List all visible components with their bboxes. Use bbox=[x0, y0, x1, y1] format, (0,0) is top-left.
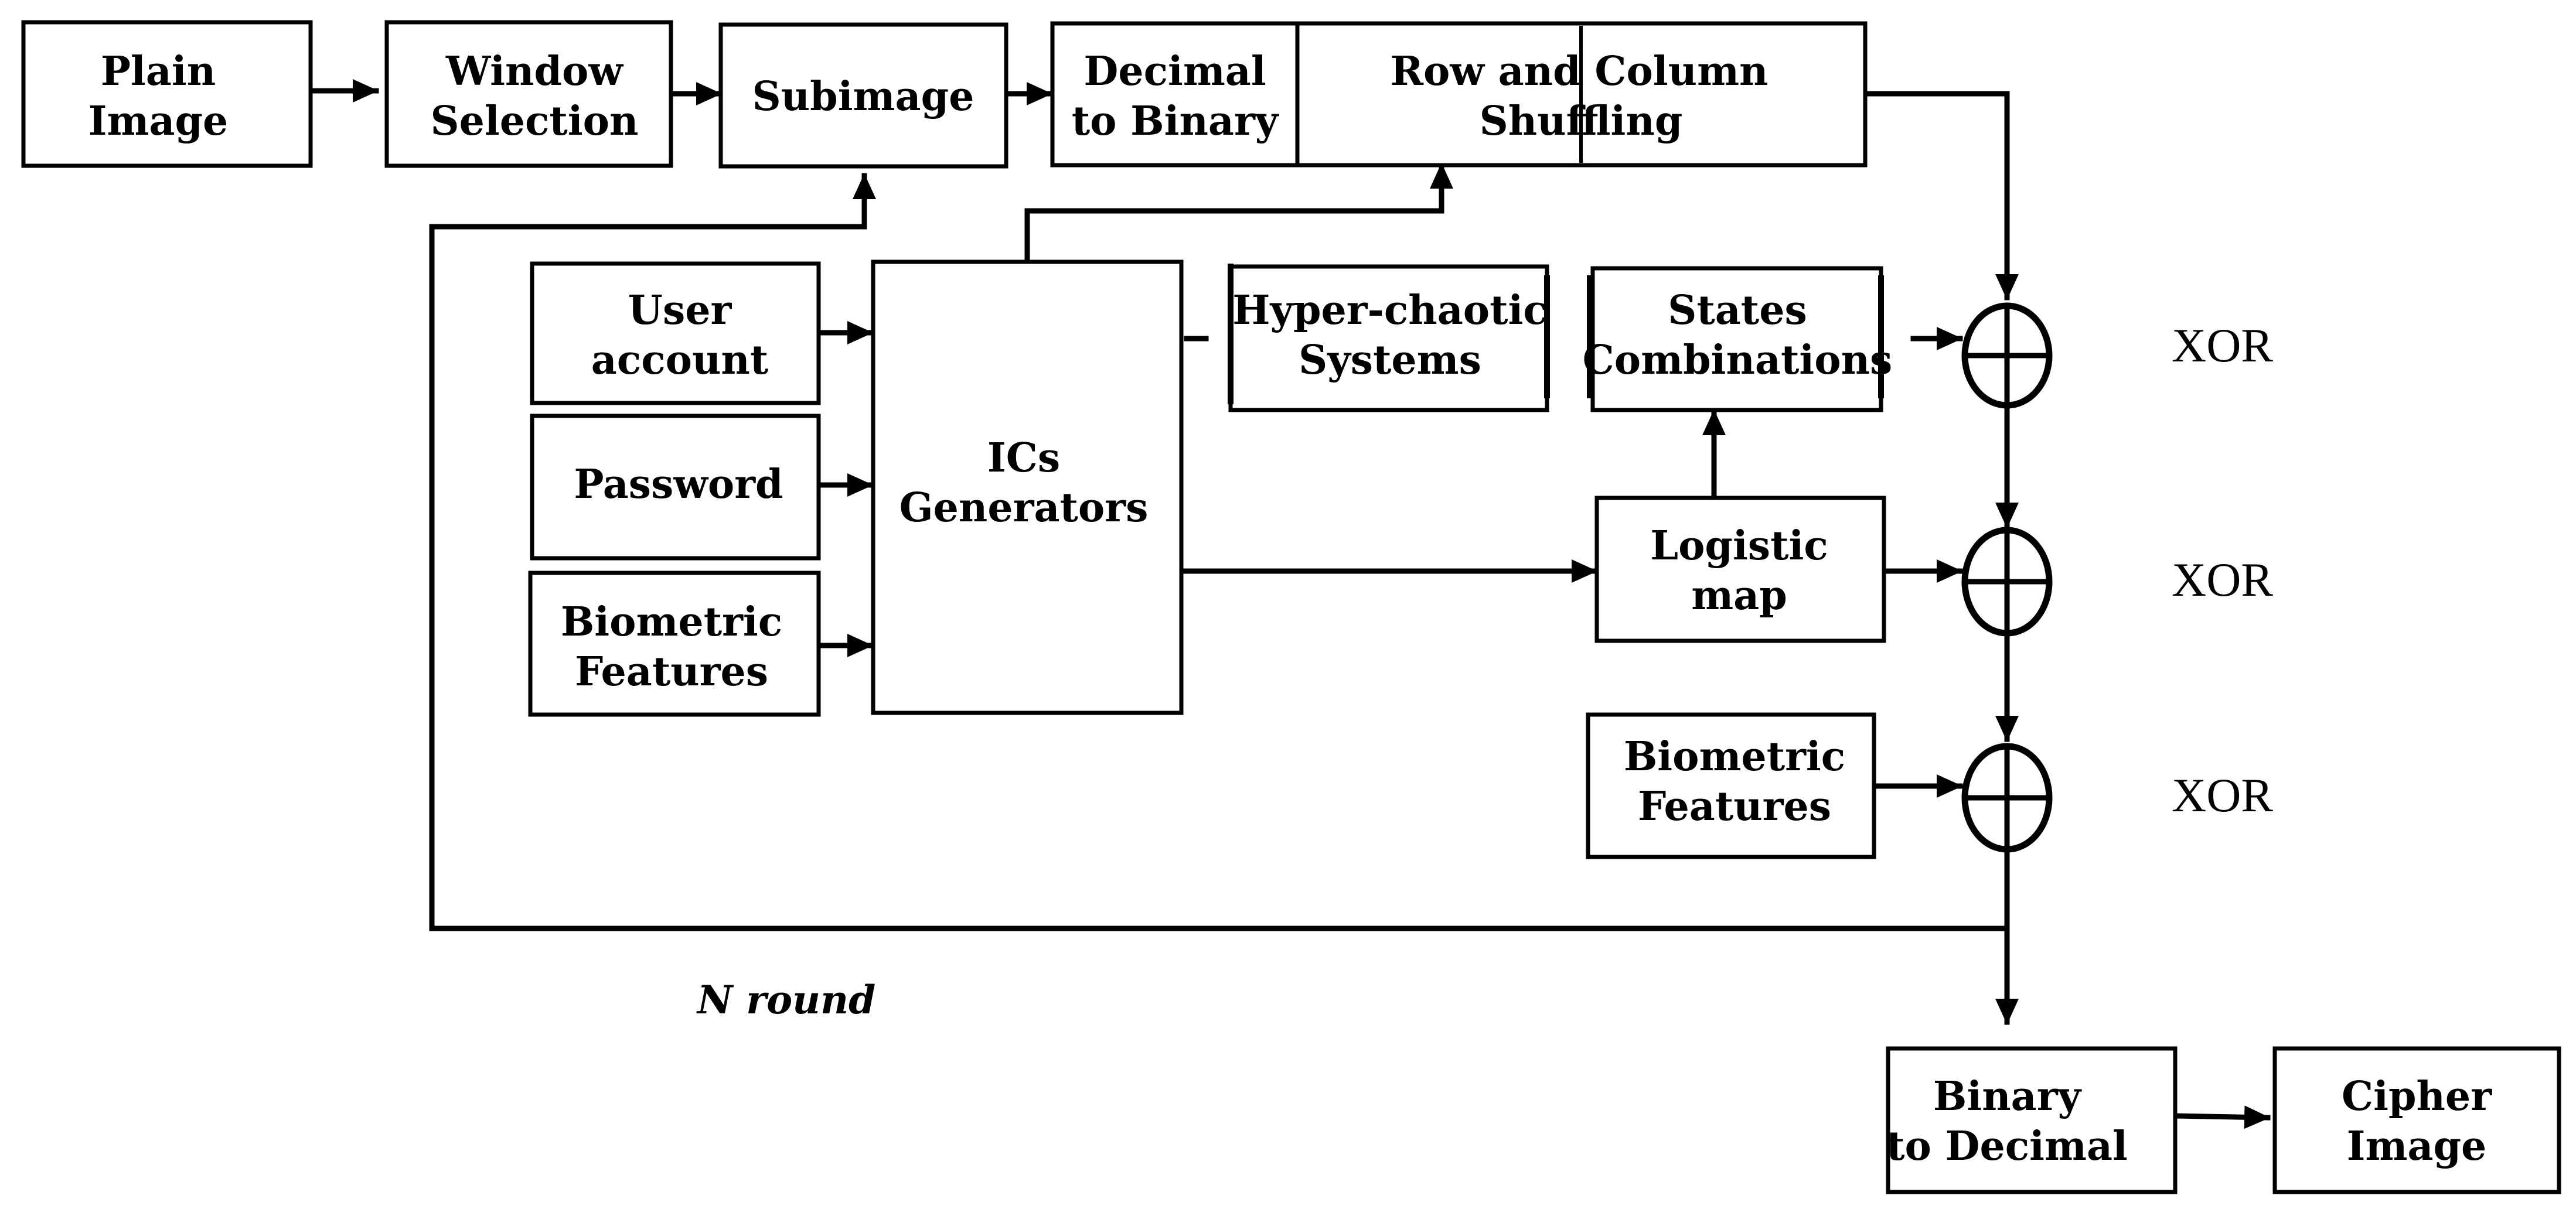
xor-label-3: XOR bbox=[2172, 769, 2273, 822]
row-column-shuffling-line2: Shuffling bbox=[1480, 98, 1683, 145]
decimal-to-binary-box: Decimal to Binary bbox=[1050, 21, 1300, 168]
xor-label-2: XOR bbox=[2172, 553, 2273, 606]
logistic-map-line2: map bbox=[1691, 572, 1787, 619]
xor-operator-3 bbox=[1961, 743, 2053, 853]
n-round-label: N round bbox=[696, 977, 875, 1023]
decimal-to-binary-line1: Decimal bbox=[1083, 48, 1266, 95]
binary-to-decimal-line1: Binary bbox=[1933, 1073, 2083, 1120]
biometric-features-right-line1: Biometric bbox=[1624, 733, 1845, 780]
biometric-features-left-line1: Biometric bbox=[561, 599, 782, 646]
logistic-map-line1: Logistic bbox=[1650, 522, 1828, 569]
xor-operator-2 bbox=[1961, 527, 2053, 637]
user-account-line1: User bbox=[628, 287, 732, 334]
window-selection-line2: Selection bbox=[431, 98, 639, 145]
ics-generators-line2: Generators bbox=[899, 484, 1149, 531]
connectors bbox=[308, 79, 2271, 1129]
ics-generators-box: ICs Generators bbox=[871, 259, 1184, 715]
cipher-image-box: Cipher Image bbox=[2272, 1046, 2561, 1194]
subimage-label: Subimage bbox=[752, 73, 974, 120]
row-column-shuffling-box: Row and Column Shuffling bbox=[1295, 21, 1868, 168]
arrow-shuffling-to-xor1 bbox=[1862, 91, 2019, 300]
binary-to-decimal-box: Binary to Decimal bbox=[1886, 1046, 2178, 1194]
plain-image-line2: Image bbox=[88, 98, 229, 145]
states-combinations-line2: Combinations bbox=[1583, 337, 1893, 384]
hyper-chaotic-systems-box: Hyper-chaotic Systems bbox=[1228, 264, 1550, 412]
xor-operator-1 bbox=[1961, 302, 2053, 409]
ics-generators-line1: ICs bbox=[987, 435, 1060, 481]
cipher-image-line1: Cipher bbox=[2342, 1073, 2492, 1120]
biometric-features-left-line2: Features bbox=[575, 648, 768, 695]
biometric-features-right-line2: Features bbox=[1638, 783, 1831, 830]
password-box: Password bbox=[530, 414, 821, 561]
hyper-chaotic-line1: Hyper-chaotic bbox=[1232, 287, 1548, 334]
decimal-to-binary-line2: to Binary bbox=[1072, 98, 1280, 145]
subimage-box: Subimage bbox=[718, 22, 1008, 169]
window-selection-line1: Window bbox=[445, 48, 623, 95]
hyper-chaotic-line2: Systems bbox=[1299, 337, 1481, 384]
arrow-binary-to-cipher bbox=[2172, 1105, 2271, 1129]
states-combinations-line1: States bbox=[1668, 287, 1807, 334]
biometric-features-left-box: Biometric Features bbox=[528, 571, 821, 717]
feedback-loop-arrow bbox=[429, 173, 2010, 931]
logistic-map-box: Logistic map bbox=[1594, 496, 1886, 643]
plain-image-line1: Plain bbox=[101, 48, 216, 95]
user-account-box: User account bbox=[530, 261, 821, 405]
plain-image-box: Plain Image bbox=[21, 20, 313, 168]
states-combinations-box: States Combinations bbox=[1583, 266, 1893, 412]
row-column-shuffling-line1: Row and Column bbox=[1391, 48, 1769, 95]
binary-to-decimal-line2: to Decimal bbox=[1886, 1123, 2128, 1170]
biometric-features-right-box: Biometric Features bbox=[1586, 712, 1876, 859]
password-label: Password bbox=[574, 461, 783, 508]
arrow-ics-to-shuffling bbox=[1024, 162, 1453, 265]
user-account-line2: account bbox=[591, 337, 769, 384]
xor-label-1: XOR bbox=[2172, 319, 2273, 372]
window-selection-box: Window Selection bbox=[384, 20, 673, 168]
cipher-image-line2: Image bbox=[2347, 1123, 2487, 1170]
